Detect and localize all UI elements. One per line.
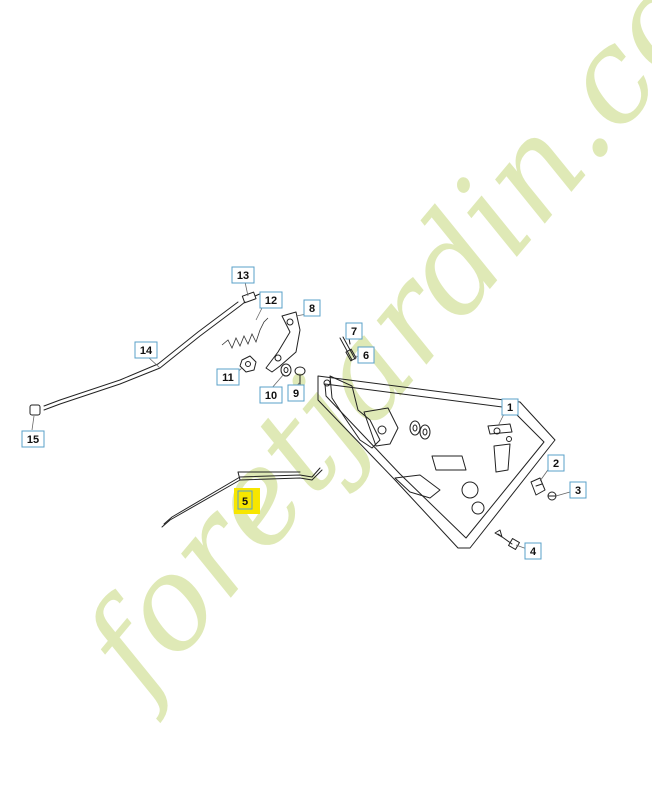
callout-15: 15 — [21, 430, 45, 448]
svg-text:4: 4 — [530, 546, 537, 558]
svg-text:5: 5 — [242, 496, 248, 508]
svg-text:12: 12 — [265, 295, 277, 307]
screw-part-3 — [547, 491, 557, 501]
rod-part-5 — [161, 467, 323, 528]
callout-9: 9 — [287, 384, 305, 402]
svg-text:2: 2 — [553, 458, 559, 470]
callout-3: 3 — [569, 481, 587, 499]
lever-bracket — [323, 375, 399, 449]
clip-part-2 — [530, 477, 546, 496]
svg-text:3: 3 — [575, 485, 581, 497]
lever-part-8 — [265, 311, 301, 373]
callout-6: 6 — [357, 346, 375, 364]
svg-text:10: 10 — [265, 390, 277, 402]
callout-11: 11 — [216, 368, 240, 386]
bolt-part-4 — [494, 529, 520, 550]
callout-5: 5 — [234, 488, 260, 514]
callout-8: 8 — [303, 299, 321, 317]
callout-2: 2 — [547, 454, 565, 472]
cable-end-part-15 — [29, 404, 41, 416]
cable-end-part-13 — [241, 291, 263, 304]
watermark: foretjardin.com — [49, 0, 652, 726]
svg-text:1: 1 — [507, 402, 513, 414]
callout-10: 10 — [259, 386, 283, 404]
watermark-brand: foretjardin.com — [49, 0, 652, 726]
svg-text:11: 11 — [222, 372, 234, 384]
washer-part-10 — [280, 363, 292, 377]
svg-text:15: 15 — [27, 434, 39, 446]
callout-12: 12 — [259, 291, 283, 309]
svg-text:6: 6 — [363, 350, 369, 362]
svg-text:13: 13 — [237, 270, 249, 282]
bolt-part-6 — [339, 336, 357, 362]
svg-text:8: 8 — [309, 303, 315, 315]
callout-1: 1 — [501, 398, 519, 416]
callout-7: 7 — [345, 322, 363, 340]
svg-text:9: 9 — [293, 388, 299, 400]
spring-part-12 — [221, 317, 269, 349]
washers — [409, 420, 431, 440]
callout-13: 13 — [231, 266, 255, 284]
callout-4: 4 — [524, 542, 542, 560]
svg-text:7: 7 — [351, 326, 357, 338]
svg-text:14: 14 — [140, 345, 153, 357]
nut-part-11 — [239, 355, 257, 373]
callout-14: 14 — [134, 341, 158, 359]
